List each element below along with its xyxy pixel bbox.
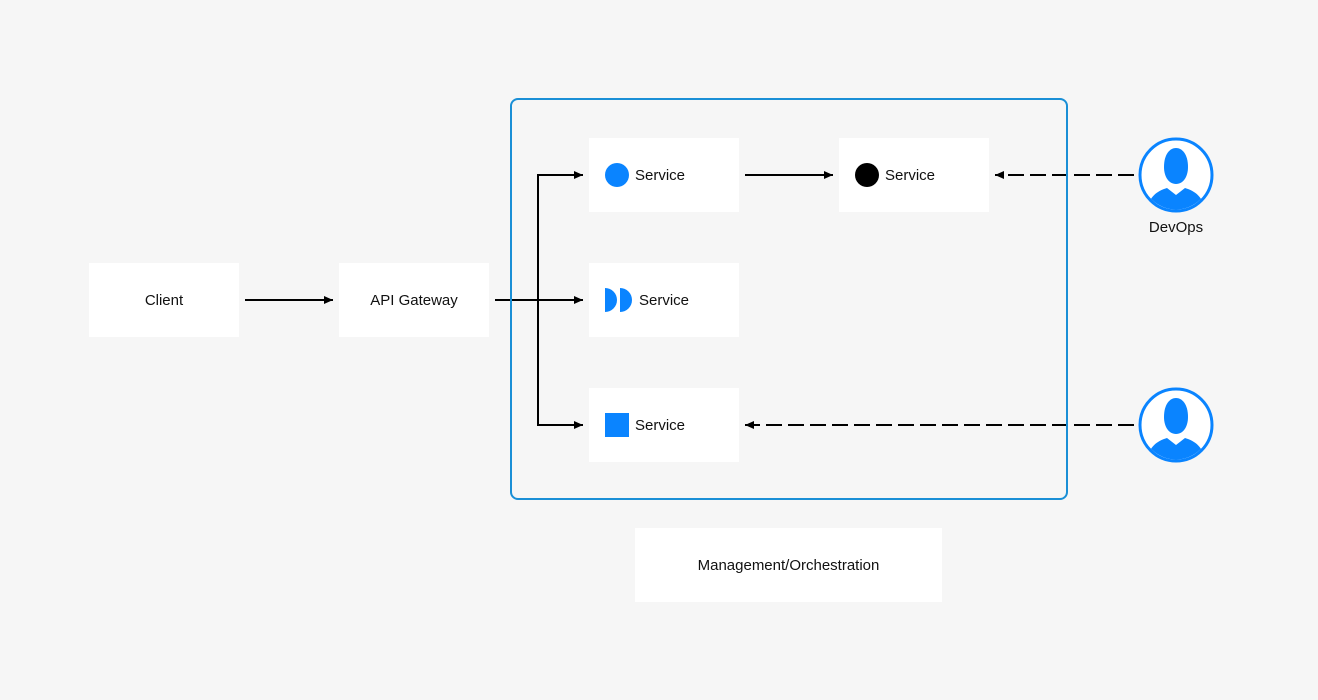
service-a-label: Service: [635, 166, 686, 184]
service-c-label: Service: [639, 291, 690, 309]
service-b-label: Service: [885, 166, 936, 184]
service-node-c: Service: [589, 263, 739, 337]
service-node-a: Service: [589, 138, 739, 212]
user-avatar-icon: [1138, 137, 1214, 213]
service-d-label: Service: [635, 416, 686, 434]
double-half-circle-icon: [605, 288, 632, 312]
service-node-d: Service: [589, 388, 739, 462]
black-circle-icon: [855, 163, 879, 187]
blue-square-icon: [605, 413, 629, 437]
blue-circle-icon: [605, 163, 629, 187]
service-node-b: Service: [839, 138, 989, 212]
devops-label: DevOps: [1148, 219, 1204, 236]
user-avatar-icon: [1138, 387, 1214, 463]
api-gateway-label: API Gateway: [370, 291, 458, 309]
management-label: Management/Orchestration: [697, 556, 880, 574]
management-node: Management/Orchestration: [635, 528, 942, 602]
service-cluster-frame: [510, 98, 1068, 500]
api-gateway-node: API Gateway: [339, 263, 489, 337]
client-node: Client: [89, 263, 239, 337]
client-label: Client: [144, 291, 184, 309]
